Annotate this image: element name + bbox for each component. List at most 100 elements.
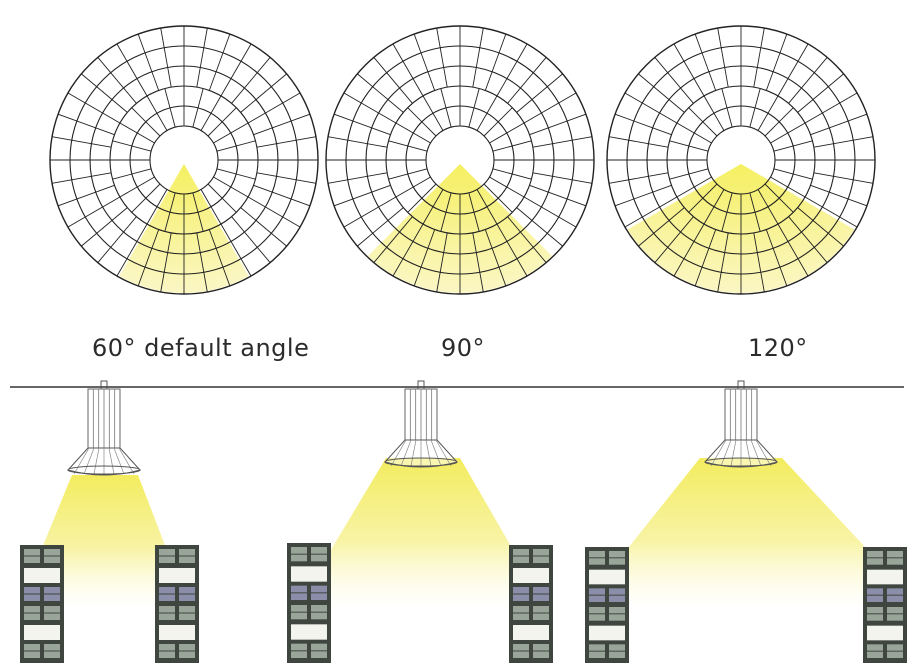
rack-box bbox=[513, 556, 529, 563]
rack-box bbox=[589, 644, 605, 651]
rack-box bbox=[179, 613, 195, 620]
rack-box bbox=[513, 549, 529, 556]
rack-box bbox=[159, 644, 175, 651]
polar-spoke bbox=[654, 57, 694, 104]
polar-spoke bbox=[813, 172, 874, 184]
polar-spoke bbox=[496, 223, 528, 277]
polar-spoke bbox=[164, 88, 176, 128]
rack-empty-shelf bbox=[159, 625, 195, 640]
rack-box bbox=[533, 549, 549, 556]
polar-spoke bbox=[810, 184, 868, 207]
rack-box bbox=[44, 613, 60, 620]
polar-spoke bbox=[231, 216, 271, 263]
rack-box bbox=[589, 607, 605, 614]
polar-spoke bbox=[256, 172, 317, 184]
rack-box bbox=[609, 614, 625, 621]
rack-box bbox=[589, 614, 605, 621]
rack-box bbox=[159, 594, 175, 601]
polar-spoke bbox=[608, 136, 669, 148]
rack-box bbox=[887, 644, 903, 651]
reflector-rim bbox=[384, 457, 458, 467]
rack-box bbox=[44, 587, 60, 594]
rack-box bbox=[589, 651, 605, 658]
rack-box bbox=[159, 587, 175, 594]
reflector-line bbox=[410, 439, 417, 467]
label-60-default-angle: 60° default angle bbox=[92, 334, 310, 362]
rack-box bbox=[513, 644, 529, 651]
polar-spoke bbox=[216, 140, 256, 152]
polar-spoke bbox=[492, 168, 532, 180]
rack-box bbox=[44, 606, 60, 613]
polar-spoke bbox=[624, 196, 678, 228]
polar-spoke bbox=[327, 172, 388, 184]
reflector-line bbox=[93, 447, 100, 475]
rack-box bbox=[311, 643, 327, 651]
polar-spoke bbox=[413, 33, 436, 91]
reflector-line bbox=[118, 447, 135, 475]
rack-box bbox=[24, 644, 40, 651]
label-90-degree: 90° bbox=[441, 334, 486, 362]
polar-spoke bbox=[192, 192, 204, 232]
rack-box bbox=[513, 587, 529, 594]
polar-spoke bbox=[688, 183, 718, 213]
polar-spoke bbox=[440, 192, 452, 232]
reflector-line bbox=[425, 439, 432, 467]
polar-spoke bbox=[717, 27, 729, 88]
polar-spoke bbox=[788, 57, 828, 104]
polar-diagram-120 bbox=[606, 25, 876, 295]
rack-box bbox=[24, 606, 40, 613]
light-cone bbox=[608, 458, 886, 608]
polar-spoke bbox=[112, 168, 152, 180]
polar-spoke bbox=[777, 223, 809, 277]
polar-spoke bbox=[395, 122, 431, 144]
polar-spoke bbox=[489, 176, 525, 198]
reflector-line bbox=[390, 439, 407, 467]
polar-spoke bbox=[131, 107, 161, 137]
reflector-line bbox=[108, 447, 115, 475]
rack-box bbox=[533, 651, 549, 658]
lamp-socket bbox=[417, 380, 425, 390]
rack-empty-shelf bbox=[867, 625, 903, 641]
polar-spoke bbox=[119, 122, 155, 144]
rack-box bbox=[24, 556, 40, 563]
rack-box bbox=[44, 594, 60, 601]
rack-box bbox=[179, 587, 195, 594]
polar-spoke bbox=[247, 92, 301, 124]
rack-box bbox=[513, 606, 529, 613]
rack-box bbox=[887, 551, 903, 558]
rack-box bbox=[311, 612, 327, 620]
rack-box bbox=[533, 587, 549, 594]
polar-spoke bbox=[507, 216, 547, 263]
polar-spoke bbox=[200, 95, 222, 131]
rack-box bbox=[887, 588, 903, 595]
rack-box bbox=[867, 595, 883, 602]
lamp-socket bbox=[737, 380, 745, 390]
polar-spoke bbox=[81, 73, 128, 113]
polar-spoke bbox=[164, 192, 176, 232]
reflector-line bbox=[710, 439, 727, 467]
polar-spoke bbox=[676, 176, 712, 198]
rack-box bbox=[867, 614, 883, 621]
polar-spoke bbox=[749, 88, 761, 128]
polar-spoke bbox=[523, 92, 577, 124]
rack-box bbox=[589, 558, 605, 565]
rack-box bbox=[311, 651, 327, 658]
polar-spoke bbox=[638, 207, 685, 247]
rack-box bbox=[179, 644, 195, 651]
rack-empty-shelf bbox=[291, 624, 327, 640]
polar-spoke bbox=[468, 192, 480, 232]
polar-spoke bbox=[813, 136, 874, 148]
polar-spoke bbox=[703, 95, 725, 131]
polar-spoke bbox=[764, 183, 794, 213]
polar-spoke bbox=[797, 73, 844, 113]
rack-box bbox=[311, 547, 327, 554]
polar-spoke bbox=[131, 183, 161, 213]
polar-spoke bbox=[489, 122, 525, 144]
rack-box bbox=[159, 651, 175, 658]
polar-spoke bbox=[523, 196, 577, 228]
rack-box bbox=[24, 549, 40, 556]
polar-spoke bbox=[357, 207, 404, 247]
rack-box bbox=[513, 594, 529, 601]
polar-spoke bbox=[468, 88, 480, 128]
polar-spoke bbox=[395, 176, 431, 198]
